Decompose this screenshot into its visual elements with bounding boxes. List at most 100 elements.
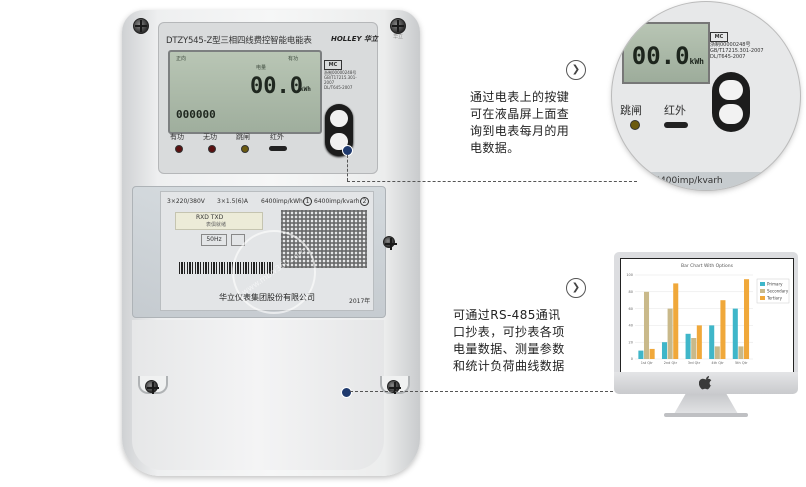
const-reactive-mark: 2 [360, 197, 369, 206]
indicator-label-infrared: 红外 [270, 133, 284, 141]
zoom-page-up-button[interactable] [719, 80, 743, 100]
zoom-label-trip: 跳闸 [620, 104, 642, 117]
chart-bar-primary [661, 342, 668, 359]
chart-x-tick: 4th Qtr [711, 361, 724, 365]
top-right-screw [390, 18, 406, 34]
zoom-bottom-strip: p/kWh ① 6400imp/kvarh [612, 172, 800, 190]
chart-bar-tertiary [744, 279, 750, 359]
zoom-lcd: 00.0kWh [622, 22, 710, 84]
lcd-label-energy: 电量 [256, 65, 267, 71]
nameplate: 3×220/380V 3×1.5(6)A 6400imp/kWh 1 6400i… [160, 191, 374, 311]
indicator-label-active: 有功 [170, 133, 184, 141]
chart-y-tick: 20 [629, 340, 633, 344]
zoom-cert-line-1: 浙制00000248号 [710, 42, 751, 48]
chart-bar-primary [685, 333, 691, 359]
const-reactive: 6400imp/kvarh [314, 198, 360, 205]
mc-logo: MC [324, 60, 342, 70]
zoom-mc-logo: MC [710, 32, 728, 42]
zoom-button-group [712, 72, 750, 132]
const-active-mark: 1 [303, 197, 312, 206]
lcd-reading: 00.0 [250, 74, 303, 99]
chart-title: Bar Chart With Options [681, 263, 734, 269]
meter-model-title: DTZY545-Z型三相四线费控智能电能表 [166, 36, 312, 46]
callout-1-line-vertical [347, 155, 348, 181]
chart-x-tick: 3rd Qtr [688, 361, 701, 365]
chart-y-tick: 80 [629, 290, 633, 294]
reactive-led [208, 145, 216, 153]
lcd-counter: 000000 [176, 108, 216, 121]
callout-2-line-2: 口抄表，可抄表各项 [453, 325, 565, 339]
chart-bar-tertiary [720, 300, 726, 359]
chart-bar-secondary [714, 346, 720, 359]
callout-2-line [350, 391, 638, 392]
lcd-unit: kWh [300, 86, 311, 93]
zoom-cert-line-3: DL/T645-2007 [710, 54, 746, 60]
zoom-page-down-button[interactable] [719, 104, 743, 124]
rs485-marker-dot [341, 387, 352, 398]
lcd-display: 正向 有功 电量 00.0 kWh 000000 [168, 50, 322, 134]
cert-line-2: GB/T17215.301-2007 [324, 75, 357, 85]
callout-2-line-1: 可通过RS-485通讯 [453, 308, 561, 322]
monitor-stand [674, 394, 738, 414]
callout-1-line-2: 可在液晶屏上面查 [470, 107, 570, 121]
company-name: 华立仪表集团股份有限公司 [219, 293, 315, 302]
chart-bar-secondary [667, 308, 673, 359]
zoomed-meter-view: 00.0kWh MC 浙制00000248号 GB/T17215.301-200… [612, 2, 800, 190]
active-led [175, 145, 183, 153]
top-tag: 华立 [392, 34, 403, 40]
chart-x-tick: 2nd Qtr [664, 361, 678, 365]
bottom-left-screw [145, 380, 159, 394]
chart-bar-primary [638, 350, 644, 359]
chart-bar-secondary [643, 291, 650, 359]
chart-bar-tertiary [673, 283, 679, 359]
status-label: RXD TXD [196, 214, 224, 221]
chart-bar-secondary [738, 346, 744, 359]
chart-y-tick: 0 [631, 357, 633, 361]
arrow-right-icon: ❯ [566, 278, 586, 298]
callout-1-text: 通过电表上的按键 可在液晶屏上面查 询到电表每月的用 电数据。 [470, 89, 569, 157]
const-active: 6400imp/kWh [261, 198, 303, 205]
chart-y-tick: 100 [626, 273, 633, 277]
lcd-label-direction: 正向 [176, 56, 187, 62]
monitor-chin [614, 372, 798, 394]
zoom-infrared-window [664, 122, 688, 128]
chart-bar-primary [709, 325, 715, 359]
chart-legend-label: Secondary [767, 289, 789, 294]
chart-y-tick: 60 [629, 307, 633, 311]
terminal-icon [231, 234, 245, 246]
chart-bar-tertiary [696, 325, 702, 359]
brand-logo: HOLLEY 华立 [331, 35, 379, 43]
chart-legend-swatch [760, 296, 765, 300]
callout-1-line-4: 电数据。 [470, 141, 520, 155]
monitor-base [664, 413, 748, 417]
arrow-right-icon: ❯ [566, 60, 586, 80]
callout-1-line-3: 询到电表每月的用 [470, 124, 570, 138]
chart-bar-tertiary [649, 348, 655, 359]
callout-2-text: 可通过RS-485通讯 口抄表，可抄表各项 电量数据、测量参数 和统计负荷曲线数… [453, 307, 565, 375]
status-sub: 表俱就绪 [206, 222, 227, 228]
cover-side-screw [383, 236, 397, 250]
zoom-label-infrared: 红外 [664, 104, 686, 117]
zoom-trip-led [630, 120, 640, 130]
chart-legend-label: Primary [767, 282, 783, 287]
chart-legend-swatch [760, 289, 765, 293]
chart-bar-primary [732, 308, 738, 359]
chart-legend-swatch [760, 282, 765, 286]
spec-current: 3×1.5(6)A [217, 198, 248, 205]
lcd-label-active: 有功 [287, 56, 298, 62]
spec-voltage: 3×220/380V [167, 198, 205, 205]
manufacture-year: 2017年 [349, 298, 371, 305]
chart-x-tick: 5th Qtr [735, 361, 748, 365]
apple-logo-icon [699, 376, 712, 390]
zoom-reading: 00.0kWh [631, 42, 704, 70]
callout-1-line-horizontal [347, 181, 637, 182]
barcode [179, 262, 275, 274]
page-up-button[interactable] [330, 110, 348, 127]
certification-block: MC 浙制00000248号 GB/T17215.301-2007 DL/T64… [324, 60, 366, 102]
callout-2-line-3: 电量数据、测量参数 [453, 342, 565, 356]
zoom-cert-line-2: GB/T17215.301-2007 [710, 48, 764, 54]
chart-legend-label: Tertiary [766, 296, 783, 301]
zoom-cert-block: MC 浙制00000248号 GB/T17215.301-2007 DL/T64… [710, 32, 764, 60]
top-left-screw [133, 18, 149, 34]
